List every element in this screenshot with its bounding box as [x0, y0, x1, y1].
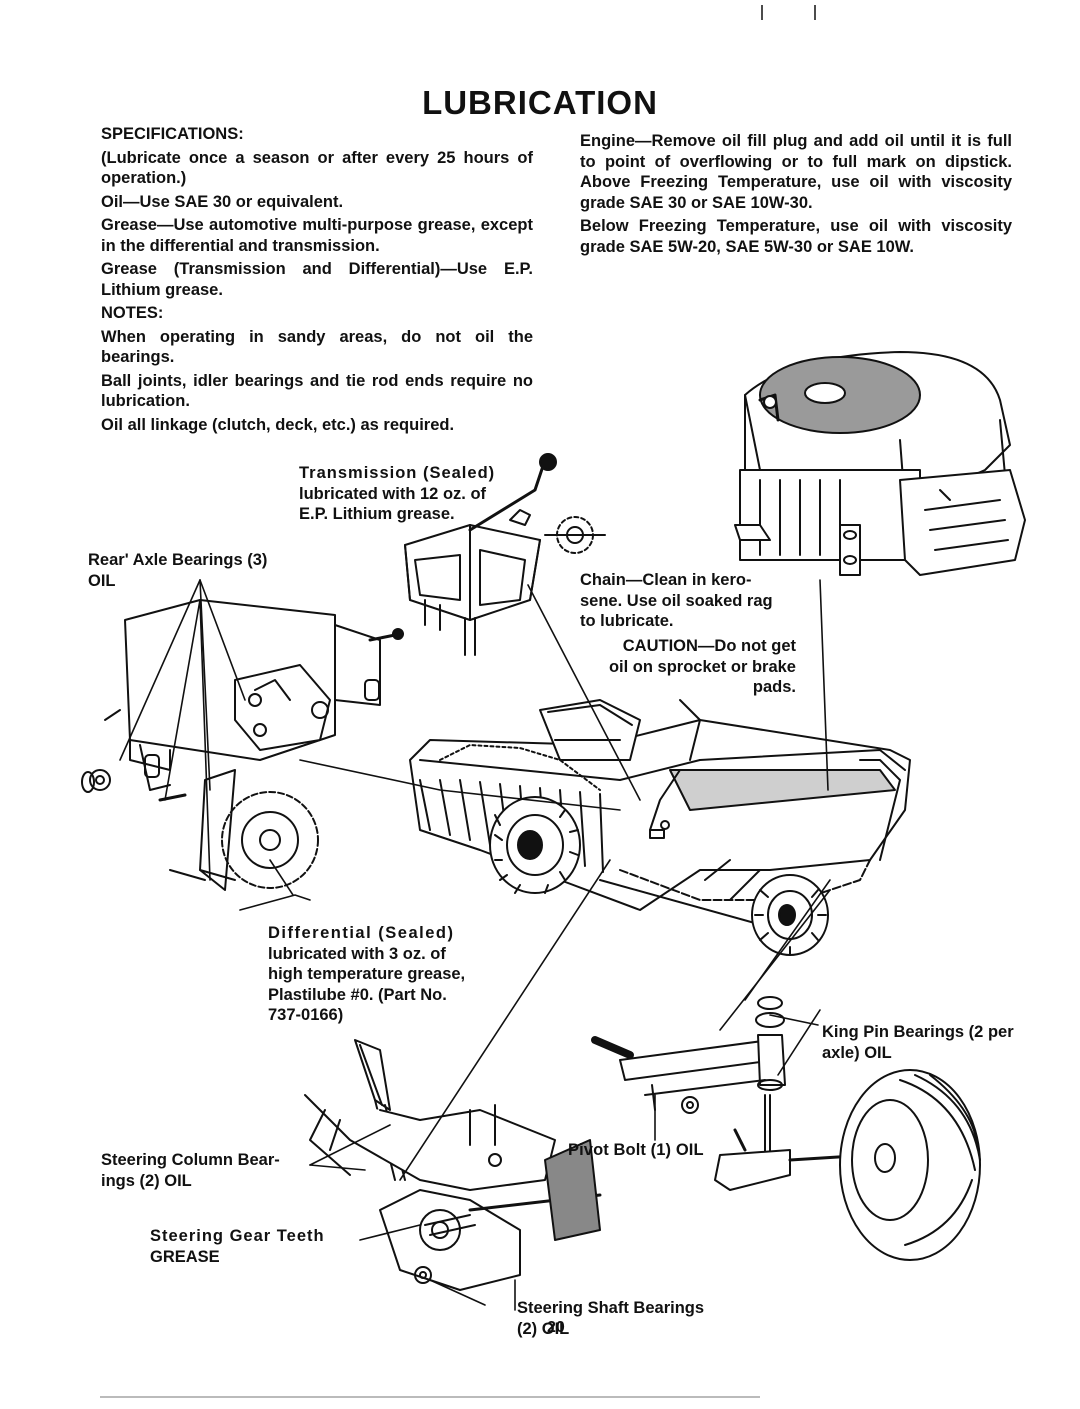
transmission-line-3: E.P. Lithium grease. [299, 505, 455, 523]
leader-lines [119, 579, 831, 1311]
steering-shaft-line-1: Steering Shaft Bearings [517, 1299, 705, 1317]
steering-assembly [304, 1039, 602, 1291]
differential-line-2: lubricated with 3 oz. of [268, 944, 446, 963]
differential-line-4: Plastilube #0. (Part No. [268, 985, 447, 1004]
steering-gear-callout: Steering Gear Teeth GREASE [150, 1226, 360, 1270]
page-title: LUBRICATION [422, 84, 658, 121]
transmission-line-1: Transmission (Sealed) [299, 464, 496, 482]
chain-line-2: sene. Use oil soaked rag [580, 591, 773, 610]
differential-line-5: 737-0166) [268, 1006, 344, 1024]
note-ball-joints: Ball joints, idler bearings and tie rod … [101, 371, 533, 411]
chain-line-3: to lubricate. [580, 612, 674, 630]
engine-instructions: Engine—Remove oil fill plug and add oil … [580, 132, 1012, 212]
rear-axle-callout: Rear' Axle Bearings (3) OIL [88, 550, 318, 594]
pivot-bolt-callout: Pivot Bolt (1) OIL [568, 1141, 704, 1159]
note-sandy-areas: When operating in sandy areas, do not oi… [101, 327, 533, 367]
engine-illustration [734, 351, 1026, 576]
differential-callout: Differential (Sealed) lubricated with 3 … [268, 923, 498, 1029]
steering-column-line-1: Steering Column Bear- [101, 1151, 280, 1169]
transmission-illustration [404, 453, 606, 656]
caution-line-3: pads. [752, 678, 796, 696]
oil-spec: Oil—Use SAE 30 or equivalent. [101, 192, 344, 211]
steering-shaft-callout: Steering Shaft Bearings (2) OIL [517, 1298, 747, 1342]
front-tire [839, 1069, 981, 1261]
king-pin-line-1: King Pin Bearings (2 per [822, 1023, 1014, 1041]
lubricate-note: (Lubricate once a season or after every … [101, 148, 533, 188]
below-freezing-instructions: Below Freezing Temperature, use oil with… [580, 217, 1012, 256]
caution-line-1: CAUTION—Do not get [622, 637, 796, 655]
caution-callout: CAUTION—Do not get oil on sprocket or br… [580, 636, 796, 701]
king-pin-line-2: axle) OIL [822, 1043, 892, 1062]
rear-axle-line-2: OIL [88, 571, 116, 590]
engine-column: Engine—Remove oil fill plug and add oil … [580, 131, 1012, 260]
page-number: 20 [547, 1319, 565, 1336]
steering-column-callout: Steering Column Bear- ings (2) OIL [101, 1150, 301, 1194]
rear-axle-line-1: Rear' Axle Bearings (3) [88, 551, 268, 569]
specifications-heading: SPECIFICATIONS: [101, 125, 244, 143]
differential-line-3: high temperature grease, [268, 965, 466, 983]
chain-callout: Chain—Clean in kero- sene. Use oil soake… [580, 570, 800, 635]
steering-column-line-2: ings (2) OIL [101, 1171, 192, 1190]
king-pin-callout: King Pin Bearings (2 per axle) OIL [822, 1022, 1047, 1066]
grease-spec: Grease—Use automotive multi-purpose grea… [101, 216, 533, 255]
differential-line-1: Differential (Sealed) [268, 924, 455, 942]
steering-gear-line-2: GREASE [150, 1247, 220, 1266]
transmission-callout: Transmission (Sealed) lubricated with 12… [299, 463, 529, 528]
caution-line-2: oil on sprocket or brake [608, 657, 796, 676]
transmission-line-2: lubricated with 12 oz. of [299, 484, 487, 503]
tractor-rear-wheel [489, 796, 581, 894]
grease-transmission-spec: Grease (Transmission and Differential)—U… [101, 260, 533, 299]
notes-heading: NOTES: [101, 304, 164, 322]
tractor-front-wheel [751, 874, 829, 956]
steering-shaft-line-2: (2) OIL [517, 1319, 570, 1338]
chain-line-1: Chain—Clean in kero- [580, 571, 752, 589]
front-axle-assembly [591, 996, 872, 1191]
steering-gear-line-1: Steering Gear Teeth [150, 1227, 325, 1245]
rear-axle-assembly [81, 599, 404, 891]
tractor-illustration [409, 699, 911, 931]
note-linkage: Oil all linkage (clutch, deck, etc.) as … [101, 415, 455, 434]
specifications-column: SPECIFICATIONS: (Lubricate once a season… [101, 124, 533, 438]
